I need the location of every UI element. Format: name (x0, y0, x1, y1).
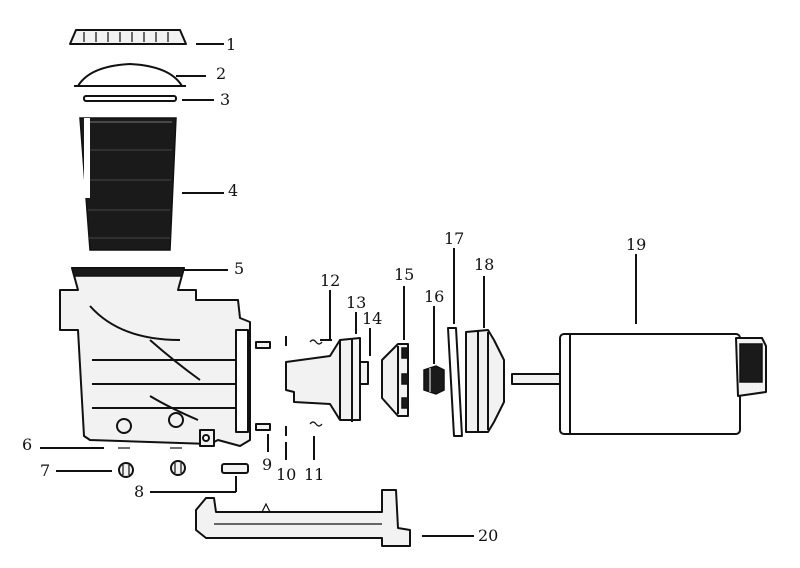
callout-1: 1 (226, 35, 236, 54)
part-9-bolts (255, 341, 271, 431)
callout-16: 16 (424, 287, 444, 306)
callout-8: 8 (134, 482, 144, 501)
part-4-strainer-basket (79, 117, 177, 251)
callout-labels: 1 2 3 4 5 6 7 8 9 10 11 12 13 14 15 16 1… (22, 35, 646, 545)
part-15-impeller (381, 343, 409, 417)
part-2-lid (74, 63, 186, 87)
part-5-pump-body (59, 267, 251, 447)
callout-3: 3 (220, 90, 230, 109)
callout-9: 9 (262, 455, 272, 474)
part-18-seal-plate (465, 329, 505, 433)
part-3-o-ring (83, 95, 177, 102)
callout-20: 20 (478, 526, 498, 545)
part-16-shaft-seal (423, 365, 445, 395)
callout-12: 12 (320, 271, 340, 290)
callout-13: 13 (346, 293, 366, 312)
part-17-gasket (447, 327, 463, 437)
part-7-drain-plugs (118, 460, 186, 478)
part-13-diffuser (285, 337, 361, 422)
callout-2: 2 (216, 64, 226, 83)
part-20-base (195, 489, 411, 547)
callout-18: 18 (474, 255, 494, 274)
callout-11: 11 (304, 465, 324, 484)
callout-10: 10 (276, 465, 296, 484)
part-1-lid-ring (69, 29, 187, 45)
callout-15: 15 (394, 265, 414, 284)
part-19-motor (511, 333, 767, 435)
callout-7: 7 (40, 461, 50, 480)
leader-lines (40, 43, 637, 537)
callout-14: 14 (362, 309, 382, 328)
callout-6: 6 (22, 435, 32, 454)
callout-17: 17 (444, 229, 464, 248)
callout-19: 19 (626, 235, 646, 254)
part-14-seal (359, 361, 369, 385)
callout-4: 4 (228, 181, 238, 200)
part-8-plug (221, 463, 249, 474)
callout-5: 5 (234, 259, 244, 278)
